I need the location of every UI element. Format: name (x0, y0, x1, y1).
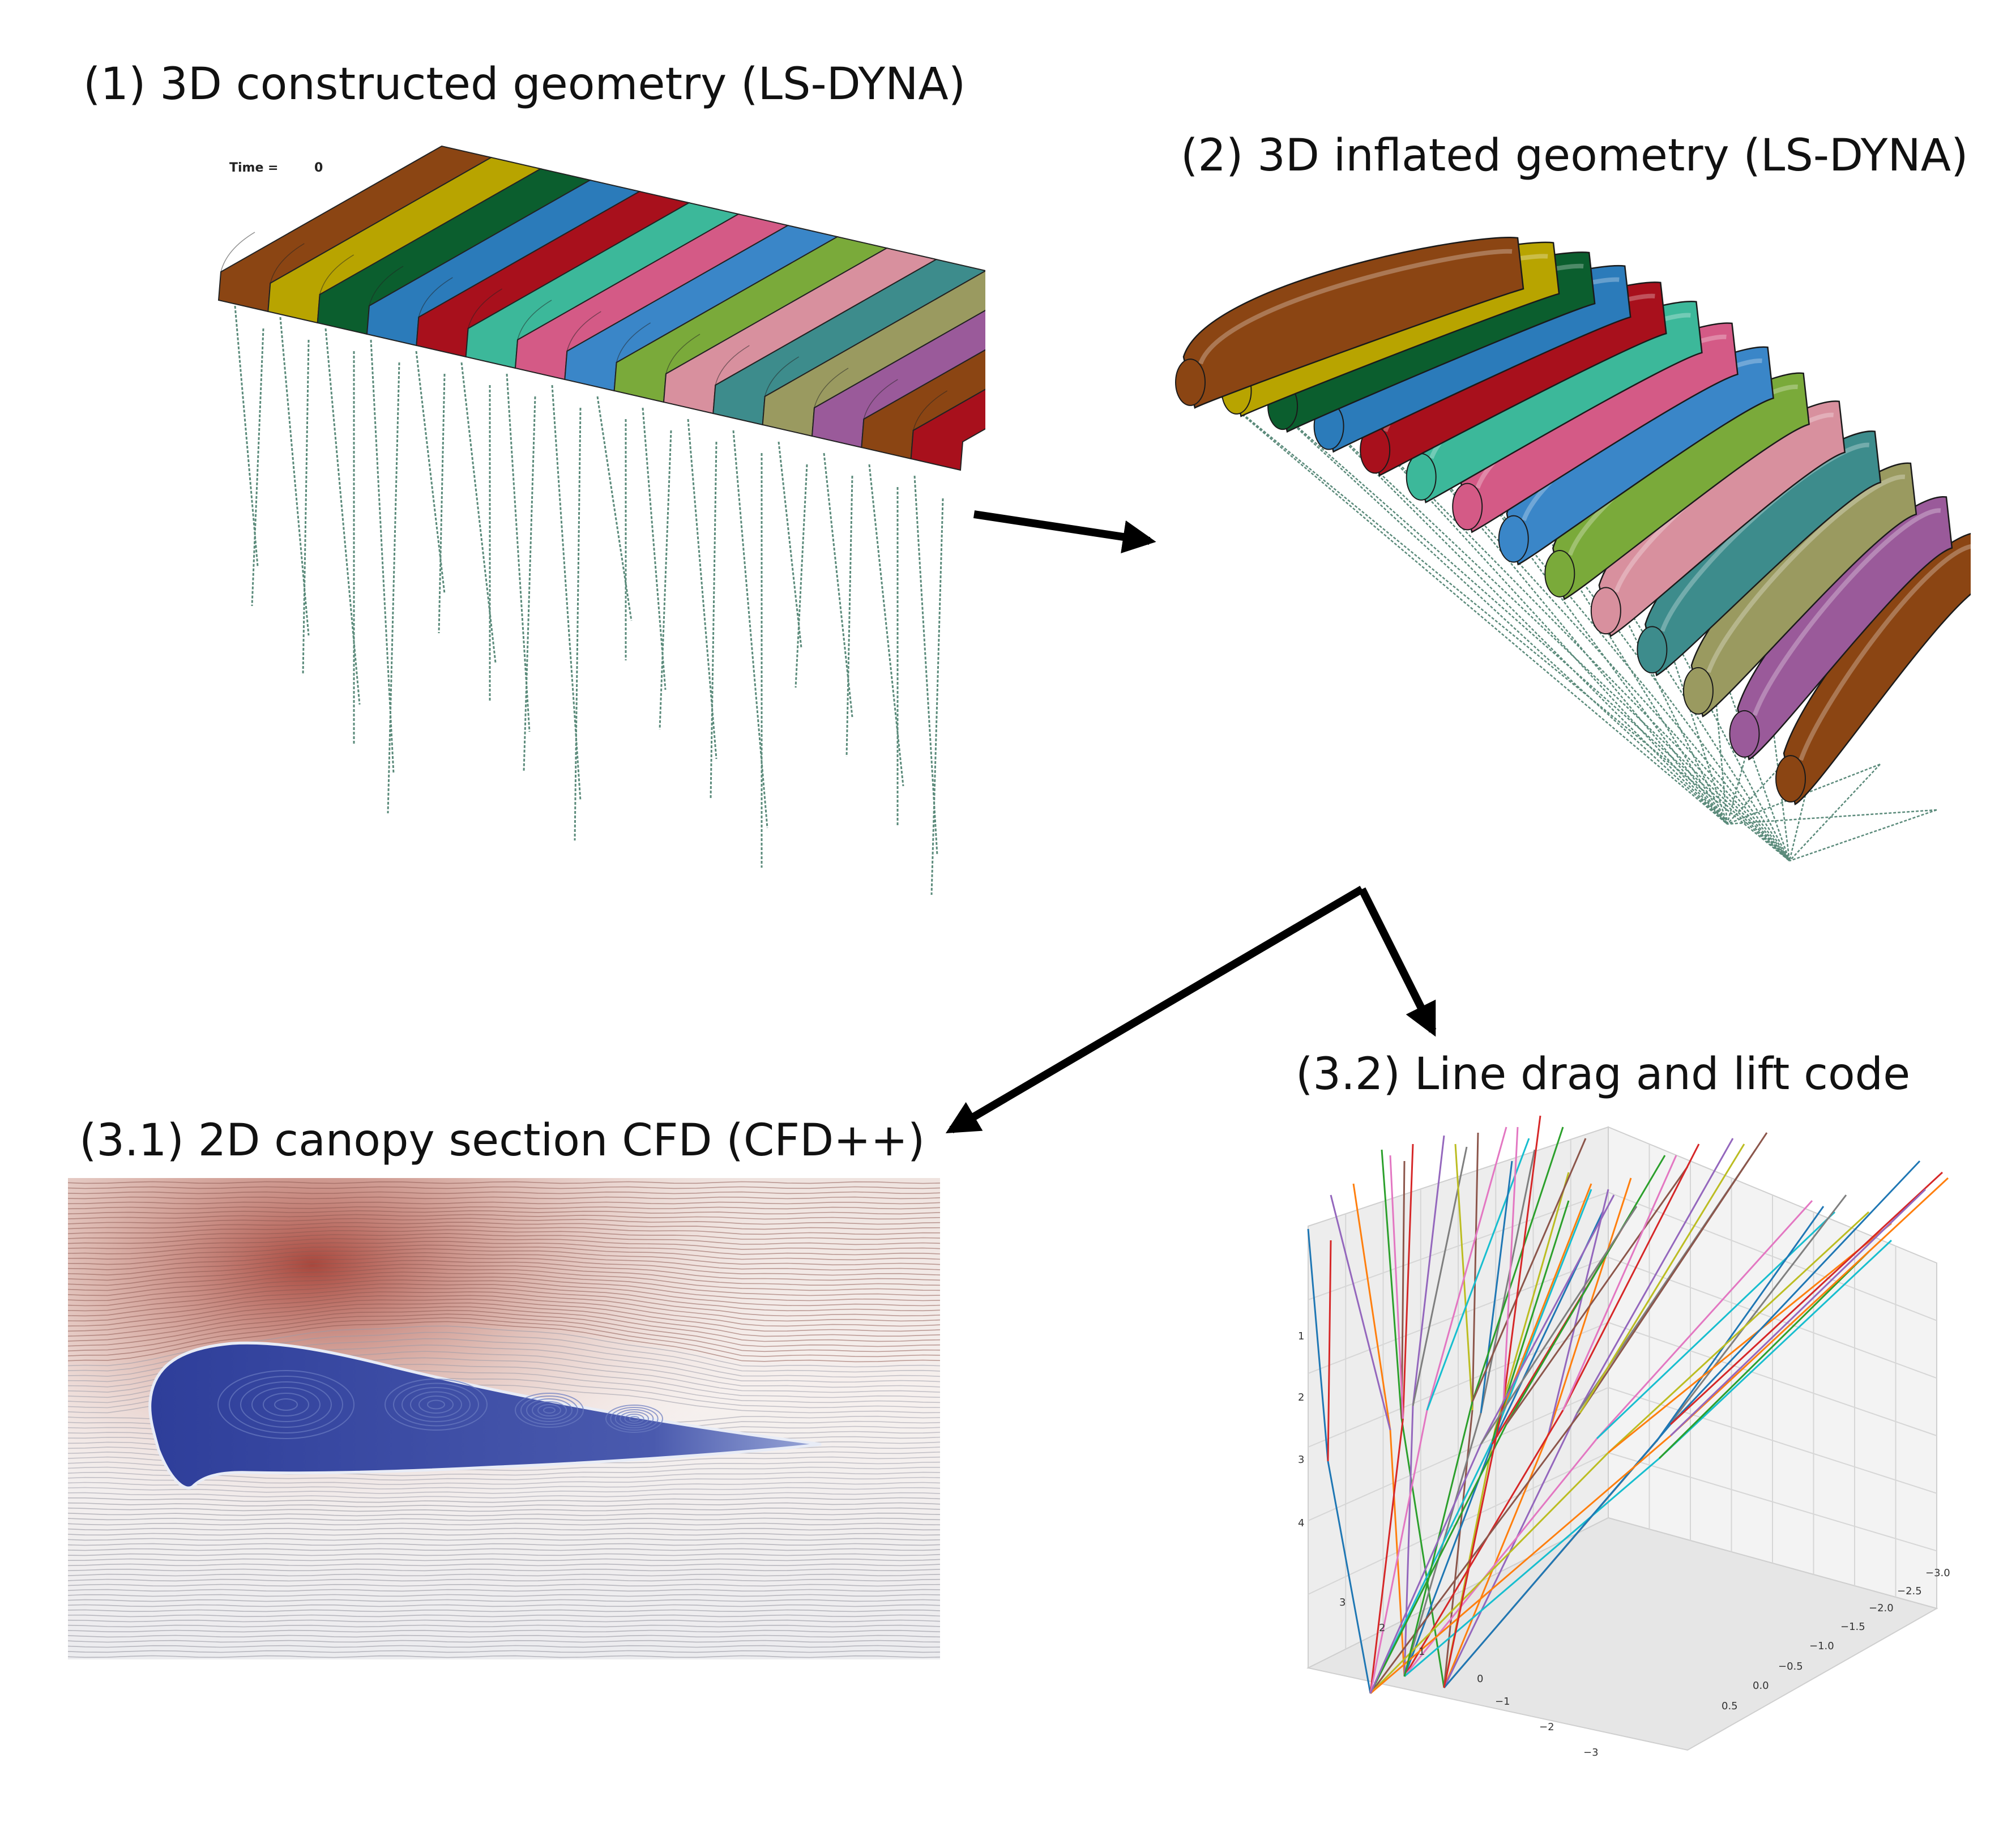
caption-step-3-2: (3.2) Line drag and lift code (1296, 1049, 1911, 1100)
canopy-section-separation-bubble (148, 1341, 822, 1490)
arrow-step1-to-step2 (973, 510, 1156, 554)
time-value: 0 (314, 161, 323, 175)
y-tick-label: 3 (1339, 1597, 1346, 1608)
streamlines (68, 1181, 940, 1658)
z-tick-label: 2 (1298, 1392, 1304, 1403)
z-tick-label: 4 (1298, 1517, 1304, 1529)
line-drag-lift-3d-plot: 1 2 3 4 3 2 1 0 −1 −2 −3 −3.0 −2.5 −2.0 … (1298, 1115, 1950, 1759)
x-tick-label: −1.5 (1840, 1621, 1865, 1633)
x-tick-label: −2.5 (1897, 1585, 1922, 1597)
time-label: Time = (229, 161, 279, 175)
arrow-step2-to-step3-2 (1358, 887, 1437, 1037)
z-axis-ticks: 1 2 3 4 (1298, 1330, 1304, 1529)
y-tick-label: −1 (1495, 1696, 1510, 1708)
suspension-lines (234, 305, 944, 895)
constructed-geometry-render: Time = 0 (217, 145, 985, 895)
caption-step-3-1: (3.1) 2D canopy section CFD (CFD++) (79, 1115, 925, 1166)
y-tick-label: 2 (1379, 1622, 1385, 1634)
cfd-streamline-render (68, 1178, 940, 1659)
x-tick-label: −3.0 (1925, 1567, 1950, 1579)
caption-step-2: (2) 3D inflated geometry (LS-DYNA) (1181, 130, 1968, 181)
recirculation-vortices (217, 1370, 663, 1439)
x-tick-label: 0.5 (1722, 1700, 1738, 1712)
inflated-canopy-cells (1175, 237, 1971, 805)
y-tick-label: 0 (1477, 1673, 1483, 1685)
z-tick-label: 3 (1298, 1454, 1304, 1466)
arrow-step2-to-step3-1 (945, 885, 1364, 1134)
x-tick-label: −0.5 (1778, 1661, 1803, 1672)
y-axis-ticks: 3 2 1 0 −1 −2 −3 (1339, 1597, 1599, 1759)
x-tick-label: −2.0 (1869, 1602, 1894, 1614)
y-tick-label: −3 (1583, 1747, 1599, 1759)
z-tick-label: 1 (1298, 1330, 1304, 1342)
x-axis-ticks: −3.0 −2.5 −2.0 −1.5 −1.0 −0.5 0.0 0.5 (1722, 1567, 1950, 1712)
canopy-cells (217, 145, 985, 471)
plotted-line-segments (1307, 1115, 1949, 1695)
y-tick-label: 1 (1419, 1646, 1425, 1658)
inflated-geometry-render (1175, 237, 1971, 862)
y-tick-label: −2 (1539, 1721, 1554, 1733)
x-tick-label: −1.0 (1809, 1640, 1834, 1652)
x-tick-label: 0.0 (1753, 1680, 1769, 1692)
caption-step-1: (1) 3D constructed geometry (LS-DYNA) (83, 59, 966, 110)
